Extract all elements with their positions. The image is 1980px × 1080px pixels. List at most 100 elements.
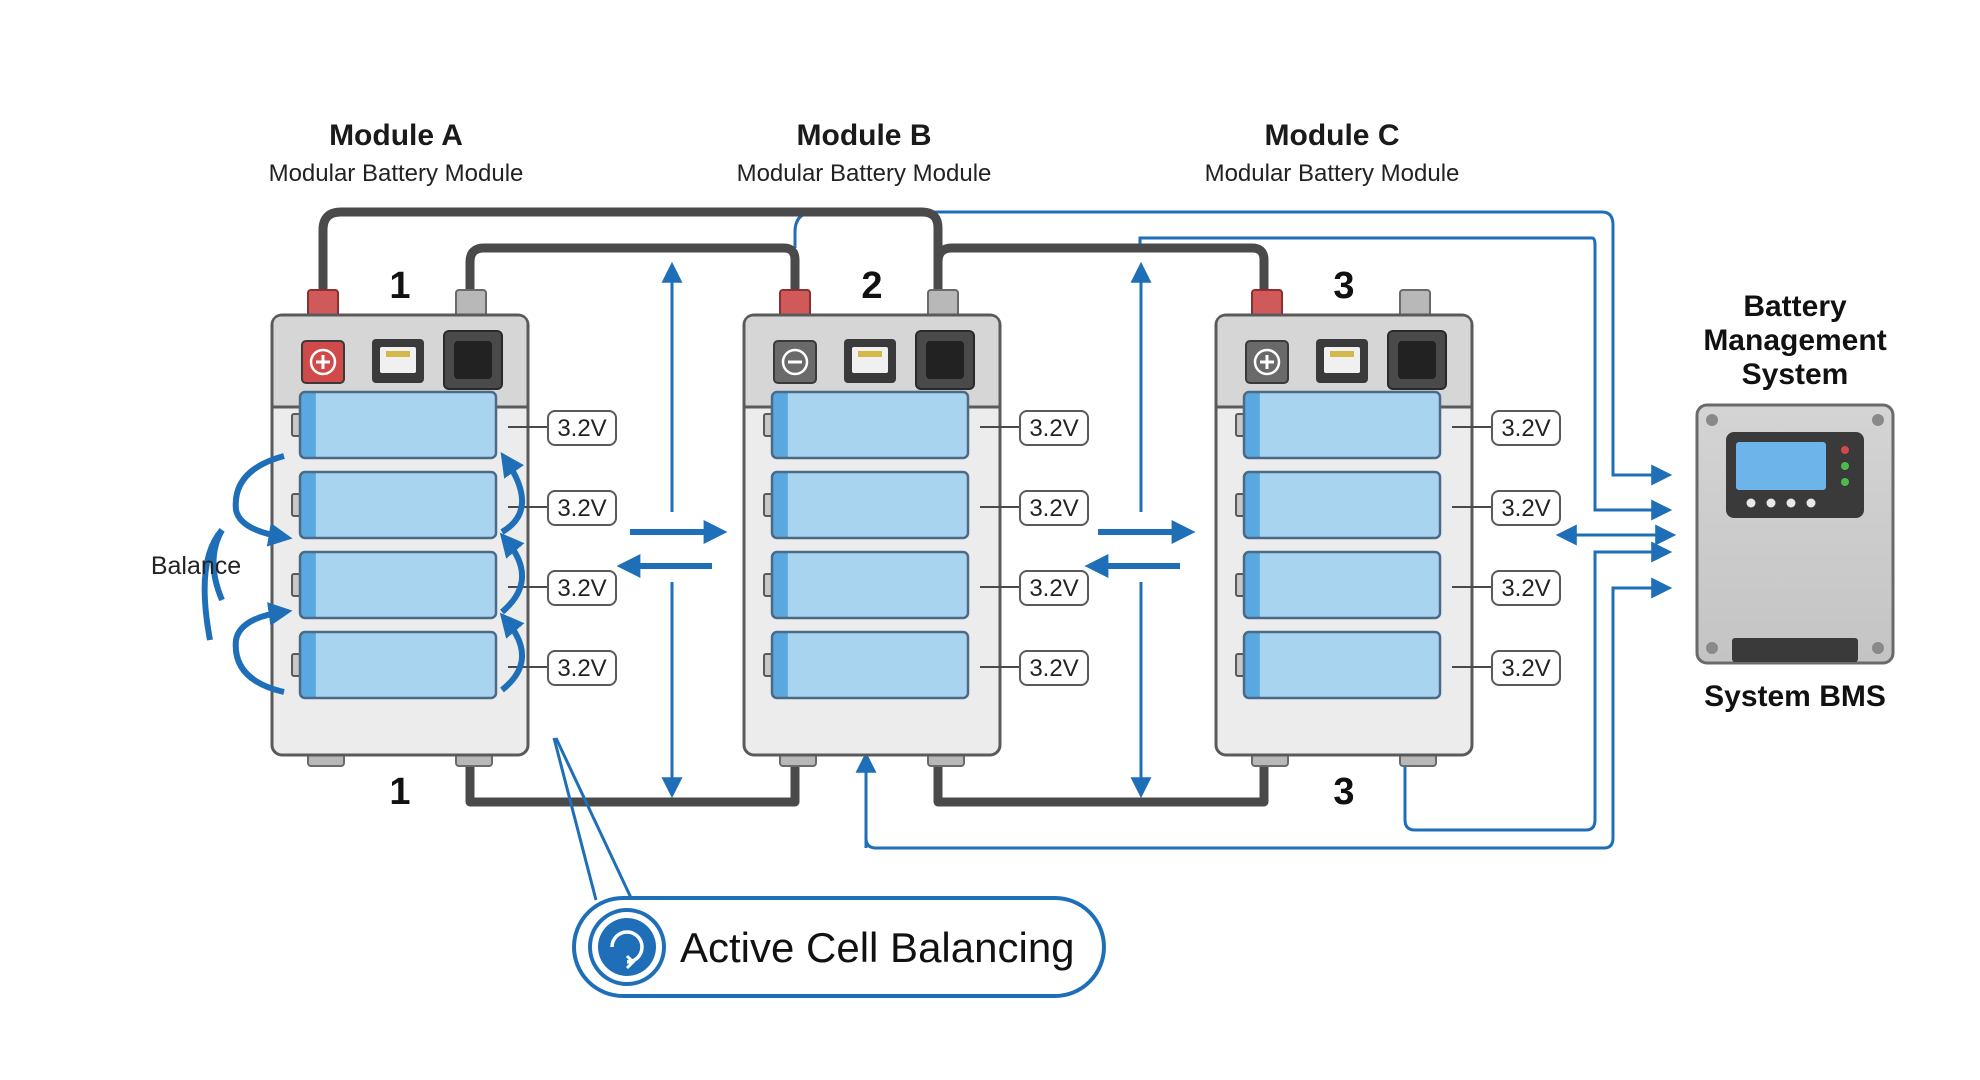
voltage-label-box [547,490,617,526]
module-a-cell-2: 3.2V [291,470,617,540]
voltage-label: 3.2V [557,495,606,522]
module-a: 3.2V 3.2V 3.2V 3.2V 1 1 [270,265,617,813]
bms-led-green-2 [1841,478,1849,486]
module-a-subtitle: Modular Battery Module [269,160,524,187]
bms-led-green-1 [1841,462,1849,470]
voltage-label-box [1491,570,1561,606]
bms-screen [1736,442,1826,490]
voltage-label: 3.2V [1029,415,1078,442]
module-c-ethernet-pins [1330,351,1354,357]
module-b-title: Module B [797,119,932,152]
voltage-label: 3.2V [1029,575,1078,602]
module-c-top-number: 3 [1333,265,1354,307]
module-c-cell-4: 3.2V [1235,630,1561,700]
module-a-heading: Module A Modular Battery Module [269,119,524,187]
module-a-cell-3: 3.2V [291,550,617,620]
module-b-terminal-ring-icon [781,348,809,376]
inter-module-arrows [616,261,1196,799]
module-c-cell-3: 3.2V [1235,550,1561,620]
bms-unit: Battery Management System System BMS [1695,290,1895,713]
voltage-label: 3.2V [1501,415,1550,442]
balance-arrow-right-2 [499,532,525,615]
bms-connector [1732,638,1858,662]
module-c-ethernet-port-inner [1324,347,1360,373]
cycle-icon [610,930,644,964]
bms-title-line-1: Battery [1743,290,1847,323]
voltage-label-box [547,410,617,446]
module-a-title: Module A [329,119,463,152]
module-c: 3.2V 3.2V 3.2V 3.2V 3 3 [1214,265,1561,813]
voltage-label: 3.2V [557,655,606,682]
voltage-label-box [1491,410,1561,446]
cell-body [298,550,498,620]
module-a-terminal-ring-icon [309,348,337,376]
voltage-label-box [547,650,617,686]
module-c-cell-1: 3.2V [1235,390,1561,460]
cable-a-neg-to-b-plus [465,243,800,290]
cell-body [770,470,970,540]
balance-label: Balance [151,552,241,580]
module-b-cell-1: 3.2V [763,390,1089,460]
voltage-label-box [1491,490,1561,526]
module-c-terminal-ring-icon [1253,348,1281,376]
module-b-cell-2: 3.2V [763,470,1089,540]
module-c-title: Module C [1265,119,1400,152]
module-c-heading: Module C Modular Battery Module [1205,119,1460,187]
module-b-ethernet-pins [858,351,882,357]
callout-box [572,896,1106,998]
module-a-ethernet-pins [386,351,410,357]
cell-body [1242,630,1442,700]
bms-screw-br [1872,642,1884,654]
voltage-label: 3.2V [1501,655,1550,682]
voltage-label: 3.2V [557,575,606,602]
module-b-ethernet-port-inner [852,347,888,373]
balance-arrow-right-1 [500,452,525,535]
cell-body [1242,390,1442,460]
modules-layer: 3.2V3.2V3.2V3.2V113.2V3.2V3.2V3.2V23.2V3… [270,265,1561,813]
cell-body [298,390,498,460]
cable-bottom-b-c [933,755,1269,807]
module-b-connector-inner [926,341,964,379]
module-a-cell-1: 3.2V [291,390,617,460]
module-c-cell-2: 3.2V [1235,470,1561,540]
bms-title-line-3: System [1742,358,1849,391]
bms-led-red [1841,446,1849,454]
callout-label: Active Cell Balancing [680,924,1075,971]
module-c-bottom-number: 3 [1333,771,1354,813]
bms-button-2 [1766,498,1776,508]
module-b-cell-3: 3.2V [763,550,1089,620]
voltage-label: 3.2V [1501,495,1550,522]
module-a-top-number: 1 [389,265,410,307]
module-b-top-number: 2 [861,265,882,307]
callout-pointer-right [554,737,634,901]
voltage-label: 3.2V [1029,495,1078,522]
balance-arc-left-2 [210,528,225,602]
bms-button-4 [1806,498,1816,508]
bms-signal-lines [793,210,1677,850]
bms-title-line-2: Management [1703,324,1886,357]
bms-screw-tl [1706,414,1718,426]
module-a-connector-inner [454,341,492,379]
cycle-icon-head [625,954,636,970]
signal-line-3 [1403,541,1673,832]
balance-arrow-1 [232,453,293,547]
module-a-cell-4: 3.2V [291,630,617,700]
cell-body [1242,470,1442,540]
signal-line-2 [1138,236,1673,521]
module-c-subtitle: Modular Battery Module [1205,160,1460,187]
module-a-bottom-number: 1 [389,771,410,813]
bms-button-3 [1786,498,1796,508]
module-b-subtitle: Modular Battery Module [737,160,992,187]
power-cables [318,207,1269,807]
cell-body [770,550,970,620]
voltage-label-box [1019,410,1089,446]
callout-icon-fill [598,918,656,976]
cable-a-plus-to-b-neg [318,207,943,290]
voltage-label-box [1019,490,1089,526]
voltage-label-box [1019,570,1089,606]
bms-screw-bl [1706,642,1718,654]
cell-body [298,470,498,540]
voltage-label: 3.2V [1501,575,1550,602]
bms-screw-tr [1872,414,1884,426]
